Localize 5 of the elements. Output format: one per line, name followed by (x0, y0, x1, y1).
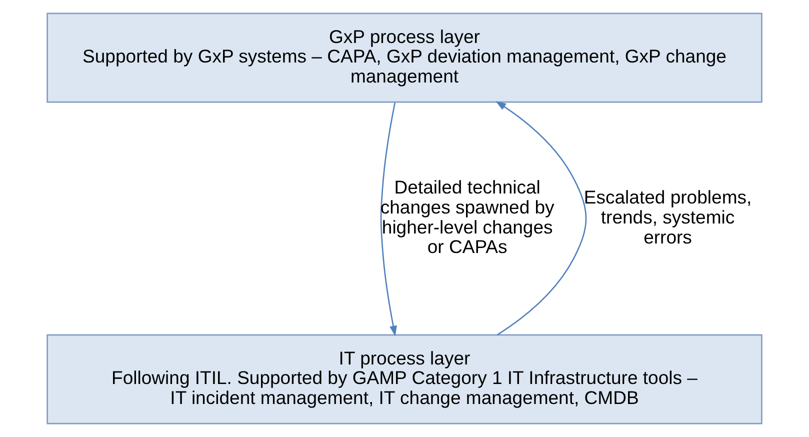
arrow (380, 102, 397, 336)
edge-label: Escalated problems, trends, systemic errors (584, 186, 752, 248)
arrow (496, 101, 587, 336)
node-box: IT process layer Following ITIL. Supported by GAMP Category 1 IT Infrastructure tools – IT incident management, IT change management, CMDB (46, 334, 762, 424)
node-box: GxP process layer Supported by GxP systems – CAPA, GxP deviation management, GxP change management (46, 12, 762, 103)
